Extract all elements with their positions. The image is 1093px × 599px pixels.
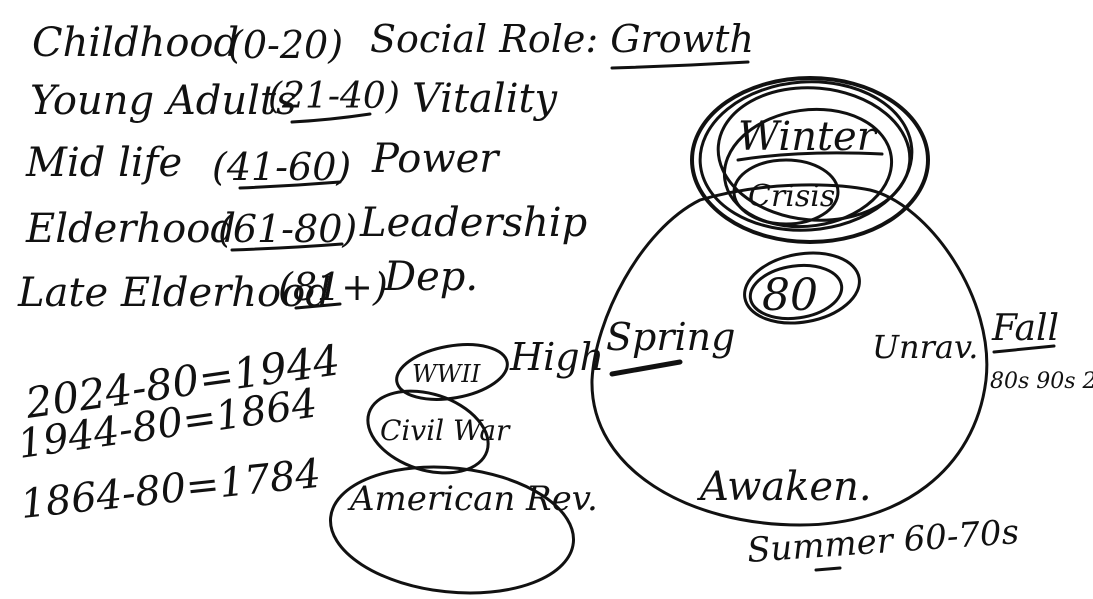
stage-2-range: (21-40) — [268, 76, 400, 117]
label-unravel: Unrav. — [872, 328, 978, 366]
stage-5-range: (81+) — [278, 265, 388, 309]
summer-underline — [814, 566, 842, 572]
label-crisis: Crisis — [748, 179, 835, 214]
label-summer: Summer 60-70s — [746, 512, 1020, 571]
spring-underline — [609, 359, 683, 377]
cycle-diagram: Winter Crisis 80 Spring Unrav. Fall 80s … — [590, 76, 1093, 572]
range-4-underline — [230, 242, 344, 252]
crisis-oval — [732, 158, 840, 226]
stage-3-role: Power — [371, 136, 501, 182]
eighty-oval-inner — [748, 263, 844, 321]
year-calculations: 2024-80=1944 1944-80=1864 1864-80=1784 W… — [15, 335, 604, 595]
stage-2-name: Young Adults — [30, 78, 297, 124]
stage-1-name: Childhood — [32, 20, 239, 66]
range-2-underline — [290, 112, 372, 124]
stage-4-role: Leadership — [359, 200, 587, 246]
winter-oval-4 — [722, 107, 894, 229]
winter-oval-2 — [698, 80, 914, 232]
label-awaken: Awaken. — [696, 464, 872, 510]
fall-underline — [992, 344, 1056, 354]
stage-1-role: Social Role: Growth — [370, 17, 754, 61]
event-wwii: WWII — [412, 360, 481, 388]
winter-oval-1 — [690, 76, 930, 244]
american-rev-oval — [328, 465, 576, 595]
stage-4-name: Elderhood — [25, 206, 236, 252]
wwii-oval — [395, 343, 509, 401]
label-eighty: 80 — [762, 270, 818, 321]
stage-1-range: (0-20) — [228, 23, 343, 67]
range-5-underline — [294, 302, 342, 310]
growth-underline — [610, 60, 750, 70]
label-spring: Spring — [606, 315, 735, 359]
event-civil-war: Civil War — [380, 414, 511, 447]
event-american-rev: American Rev. — [347, 479, 598, 519]
stage-5-name: Late Elderhood — [17, 270, 331, 316]
calc-3: 1864-80=1784 — [18, 451, 323, 528]
eighty-oval-outer — [743, 251, 861, 325]
side-note-high: High — [509, 335, 604, 379]
cycle-circle — [590, 183, 989, 527]
stage-5-role: Dep. — [383, 254, 478, 300]
label-fall-years: 80s 90s 2000s — [990, 369, 1093, 394]
life-stages-list: Childhood (0-20) Social Role: Growth You… — [17, 17, 754, 316]
range-3-underline — [238, 180, 342, 190]
stage-2-role: Vitality — [412, 76, 559, 122]
label-fall: Fall — [991, 308, 1059, 349]
winter-underline — [736, 151, 884, 162]
stage-3-name: Mid life — [25, 140, 182, 186]
